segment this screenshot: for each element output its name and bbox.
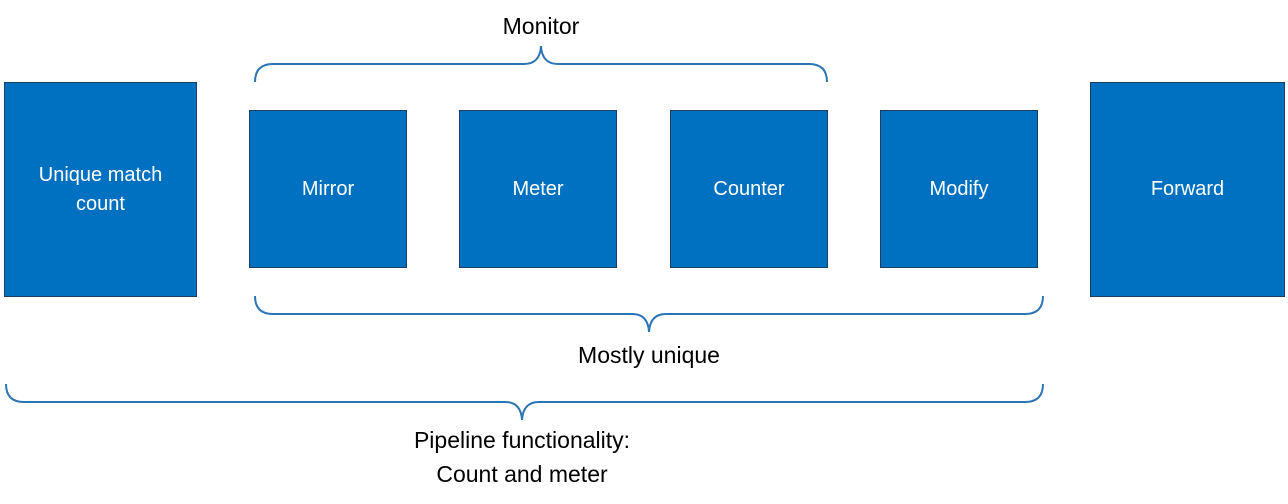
mostly-unique-brace xyxy=(254,295,1044,333)
forward-label: Forward xyxy=(1150,178,1225,200)
mirror-label: Mirror xyxy=(301,177,355,200)
mirror-box: Mirror xyxy=(249,110,407,268)
mostly-unique-brace-label: Mostly unique xyxy=(578,342,720,368)
modify-box: Modify xyxy=(880,110,1038,268)
pipeline-brace-label-line1: Pipeline functionality: xyxy=(413,427,631,453)
counter-label: Counter xyxy=(713,177,785,200)
unique-match-count-label: Unique match count xyxy=(38,163,163,215)
unique-match-count-box: Unique match count xyxy=(4,82,197,297)
monitor-brace xyxy=(254,45,828,83)
counter-box: Counter xyxy=(670,110,828,268)
forward-box: Forward xyxy=(1090,82,1285,297)
modify-label: Modify xyxy=(929,177,989,200)
meter-label: Meter xyxy=(512,177,564,200)
meter-box: Meter xyxy=(459,110,617,268)
pipeline-brace-label-line2: Count and meter xyxy=(436,461,608,487)
pipeline-brace xyxy=(5,383,1044,421)
monitor-brace-label: Monitor xyxy=(502,13,580,39)
